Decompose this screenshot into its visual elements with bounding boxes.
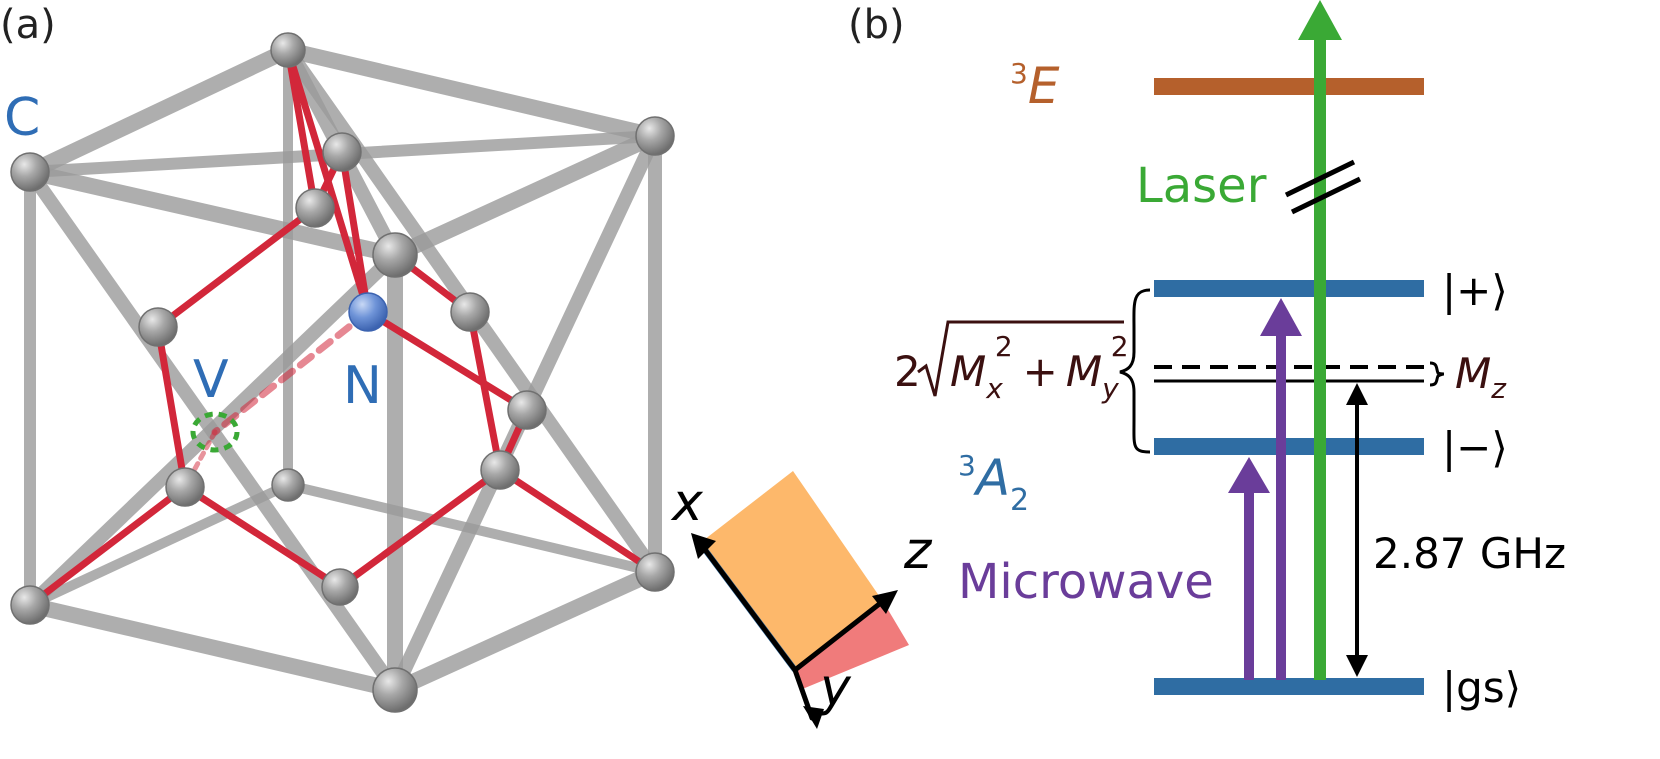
- carbon-atom: [372, 232, 418, 278]
- ground-level: [1154, 678, 1424, 695]
- carbon-atom: [295, 188, 335, 228]
- orientation-cube: x z y: [670, 471, 933, 729]
- panel-b-label: (b): [848, 2, 905, 48]
- zero-field-label: 2.87 GHz: [1373, 529, 1566, 578]
- carbon-atom: [507, 390, 547, 430]
- carbon-atom: [635, 552, 675, 592]
- mz-label: Mz: [1455, 349, 1507, 405]
- z-axis-arrow: [792, 595, 890, 673]
- minus-level: [1154, 438, 1424, 455]
- z-arrowhead: [872, 590, 898, 614]
- carbon-atom: [270, 32, 306, 68]
- carbon-atom: [321, 568, 359, 606]
- mz-brace: [1429, 361, 1445, 387]
- carbon-atom: [271, 468, 305, 502]
- z-axis-label: z: [903, 521, 933, 581]
- carbon-atom: [138, 307, 178, 347]
- y-axis-label: y: [818, 658, 852, 718]
- vacancy-marker: [190, 411, 240, 453]
- laser-arrow: [1284, 0, 1362, 680]
- carbon-atom: [10, 585, 50, 625]
- microwave-label: Microwave: [958, 554, 1214, 610]
- carbon-atom: [10, 152, 50, 192]
- carbon-atom: [635, 116, 675, 156]
- carbon-atom: [372, 667, 418, 713]
- ket-minus: |−⟩: [1442, 423, 1508, 472]
- cube-side-face: [795, 603, 909, 690]
- x-axis-arrow: [697, 540, 798, 673]
- nitrogen-atom: [348, 292, 388, 332]
- transverse-splitting-label: 2 Mx2+My2: [894, 320, 1129, 405]
- nitrogen-label: N: [343, 356, 382, 416]
- carbon-atom: [322, 132, 362, 172]
- splitting-brace: [1119, 288, 1151, 454]
- excited-state-level: [1154, 78, 1424, 95]
- vacancy-label: V: [193, 350, 229, 410]
- excited-state-label: 3E: [1010, 57, 1060, 115]
- ground-state-label: 3A2: [958, 449, 1029, 518]
- panel-b: (b) 3E Laser Microwave 3A2: [848, 0, 1566, 712]
- plus-level: [1154, 280, 1424, 297]
- x-arrowhead: [691, 533, 716, 559]
- cube-front-face: [700, 471, 884, 670]
- microwave-arrows: [1228, 298, 1302, 680]
- laser-label: Laser: [1136, 158, 1267, 214]
- carbon-atom: [450, 292, 490, 332]
- carbon-atom: [480, 450, 520, 490]
- zero-field-splitting-arrow: [1346, 383, 1368, 677]
- ket-gs: |gs⟩: [1442, 663, 1521, 712]
- y-arrowhead: [803, 706, 824, 729]
- carbon-atoms: [10, 32, 675, 713]
- carbon-label: C: [4, 88, 40, 148]
- x-axis-label: x: [670, 473, 704, 533]
- defect-bonds: [26, 46, 659, 609]
- panel-a: (a) C: [0, 2, 933, 729]
- panel-a-label: (a): [0, 2, 56, 48]
- svg-text:2: 2: [894, 347, 921, 396]
- svg-text:Mx2+My2: Mx2+My2: [950, 330, 1129, 405]
- carbon-atom: [165, 467, 205, 507]
- ket-plus: |+⟩: [1442, 266, 1508, 315]
